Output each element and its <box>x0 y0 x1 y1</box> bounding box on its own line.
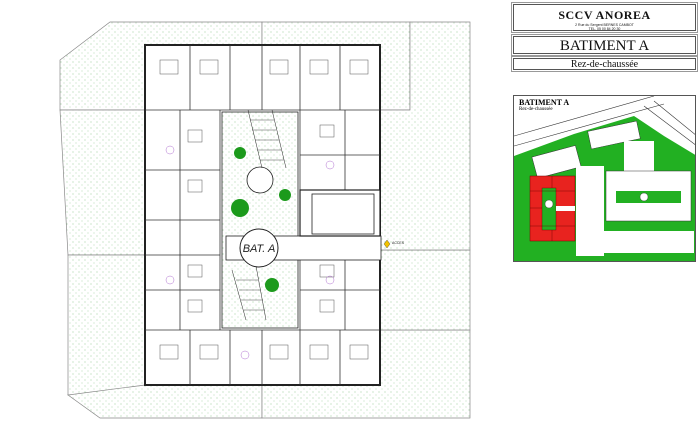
inset-title: BATIMENT A <box>519 98 570 107</box>
floor-plan: BAT. A ACCES <box>59 21 471 419</box>
title-block-company: SCCV ANOREA 2 Rue du Sergent BERNES CAMB… <box>511 2 698 33</box>
site-map-drawing <box>514 96 695 261</box>
building-a <box>144 44 382 386</box>
entrance-marker-icon <box>383 239 391 249</box>
level-title: Rez-de-chaussée <box>511 56 698 72</box>
apartment-furniture <box>159 59 369 360</box>
inset-subtitle: Rez-de-chaussée <box>519 107 553 112</box>
site-location-map: BATIMENT A Rez-de-chaussée <box>513 95 696 262</box>
company-address: 2 Rue du Sergent BERNES CAMBOT <box>575 23 634 27</box>
company-name: SCCV ANOREA <box>558 8 651 22</box>
building-label: BAT. A <box>243 243 276 255</box>
building-title: BATIMENT A <box>511 34 698 56</box>
access-label: ACCES <box>392 241 405 245</box>
company-phone: TEL. 05 00 84 20 30 <box>588 27 621 31</box>
